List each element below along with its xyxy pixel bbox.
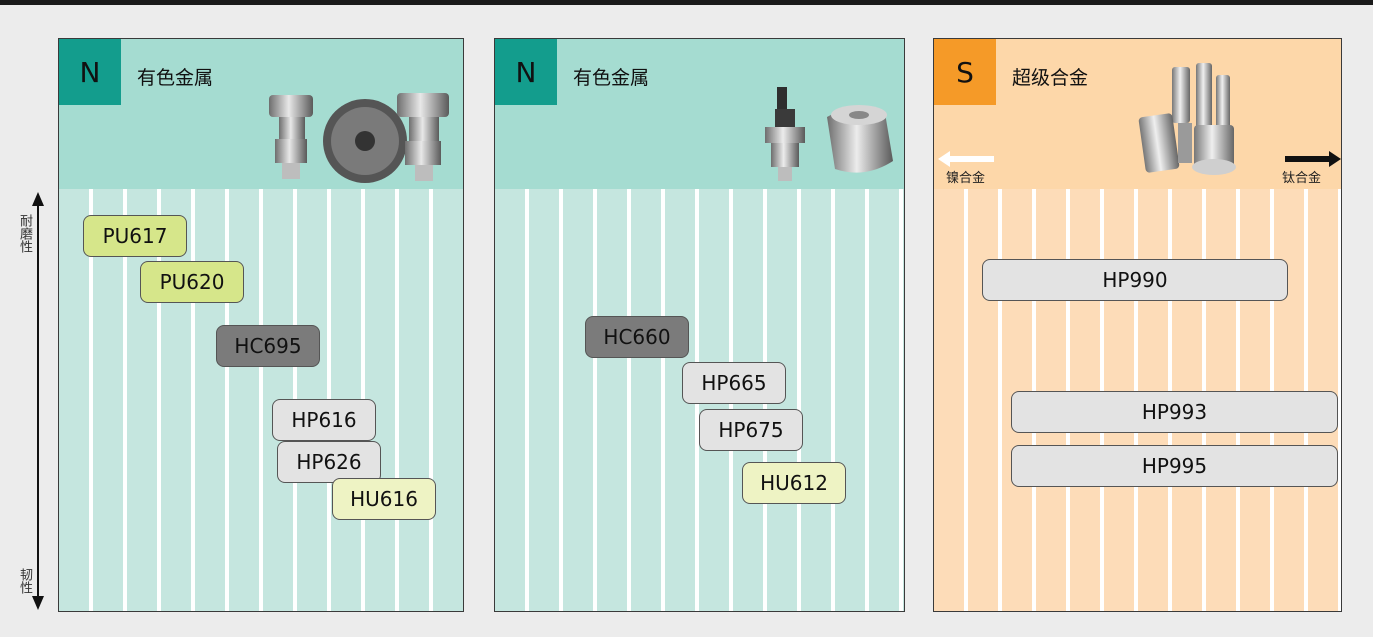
category-badge: S: [934, 39, 996, 105]
grade-hp990[interactable]: HP990: [982, 259, 1288, 301]
direction-label-titanium: 钛合金: [1282, 171, 1322, 186]
axis-label-toughness: 韧性: [17, 568, 32, 594]
grade-hp675[interactable]: HP675: [699, 409, 803, 451]
grade-hp993[interactable]: HP993: [1011, 391, 1338, 433]
tool-image-n2: [765, 87, 893, 181]
panel-header: N 有色金属: [59, 39, 463, 189]
arrow-left-icon: [938, 151, 994, 167]
panel-title: 有色金属: [137, 67, 214, 89]
grade-pu620[interactable]: PU620: [140, 261, 244, 303]
grade-hu616[interactable]: HU616: [332, 478, 436, 520]
panel-title: 超级合金: [1012, 67, 1089, 89]
direction-label-nickel: 镍合金: [946, 171, 986, 186]
tool-image-s: [1138, 63, 1236, 175]
top-rule: [0, 0, 1373, 5]
grade-hc695[interactable]: HC695: [216, 325, 320, 367]
category-badge: N: [495, 39, 557, 105]
grade-hp616[interactable]: HP616: [272, 399, 376, 441]
grade-hp665[interactable]: HP665: [682, 362, 786, 404]
category-badge: N: [59, 39, 121, 105]
axis-line: [37, 204, 39, 598]
grade-hu612[interactable]: HU612: [742, 462, 846, 504]
axis-label-wear-resistance: 耐磨性: [17, 214, 32, 253]
panel-title: 有色金属: [573, 67, 650, 89]
tool-image-n1: [269, 93, 449, 183]
grade-hc660[interactable]: HC660: [585, 316, 689, 358]
panel-header: S 超级合金 镍合金 钛合金: [934, 39, 1341, 189]
panel-superalloy: S 超级合金 镍合金 钛合金 HP990 HP993 HP995: [933, 38, 1342, 612]
panel-header: N 有色金属: [495, 39, 904, 189]
wear-toughness-axis: 耐磨性 韧性: [12, 192, 56, 610]
arrow-up-icon: [32, 192, 44, 206]
panel-stripes: [59, 189, 463, 611]
panel-nonferrous-1: N 有色金属 PU617 PU620 HC695 HP616 HP626 HU6…: [58, 38, 464, 612]
arrow-down-icon: [32, 596, 44, 610]
arrow-right-icon: [1285, 151, 1341, 167]
grade-hp995[interactable]: HP995: [1011, 445, 1338, 487]
grade-hp626[interactable]: HP626: [277, 441, 381, 483]
grade-pu617[interactable]: PU617: [83, 215, 187, 257]
panel-nonferrous-2: N 有色金属 HC660 HP665 HP675 HU612: [494, 38, 905, 612]
